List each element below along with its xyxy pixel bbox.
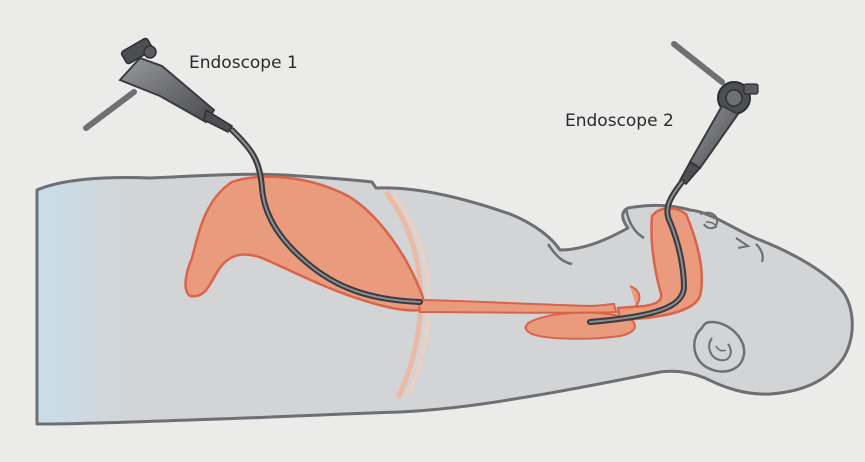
endoscope-2-label: Endoscope 2 xyxy=(565,111,674,131)
human-body-side-view-icon xyxy=(37,174,852,424)
endoscope-1-label: Endoscope 1 xyxy=(189,53,298,73)
